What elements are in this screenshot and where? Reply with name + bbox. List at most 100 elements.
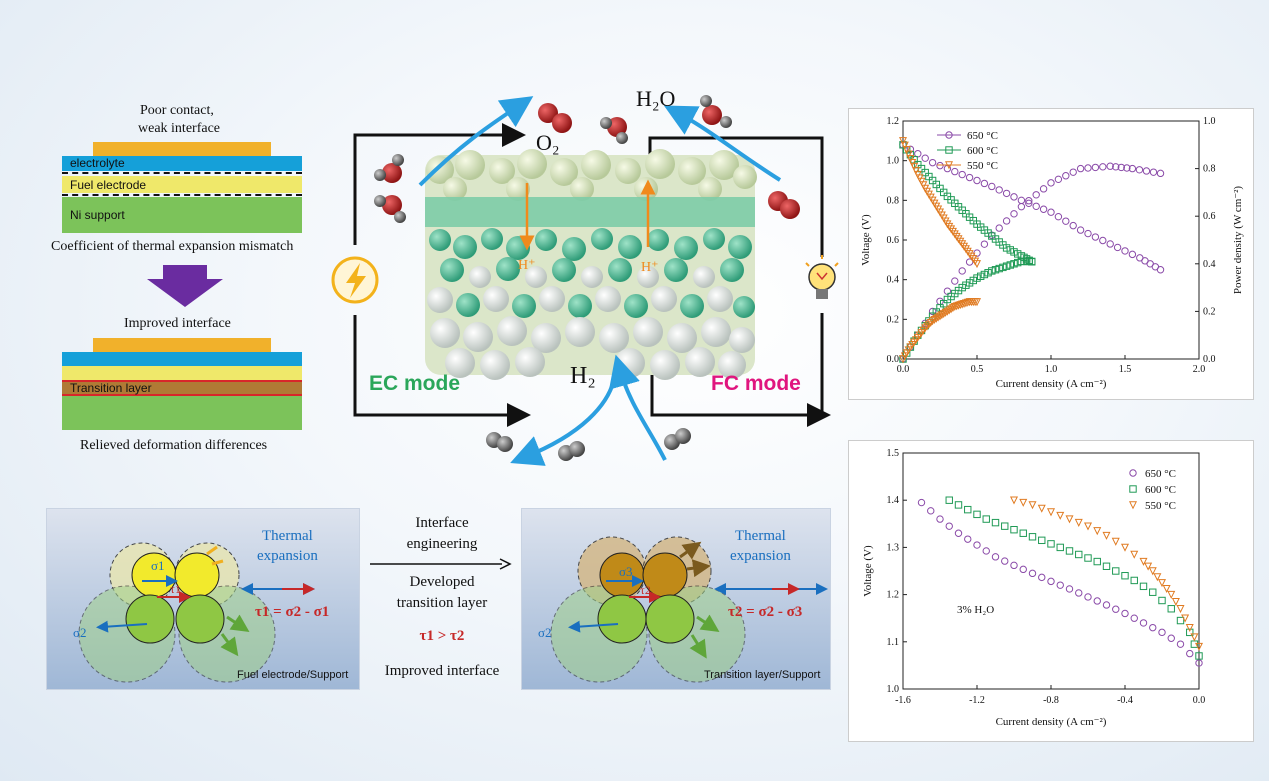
- voltage-point: [954, 235, 963, 244]
- thermal-label: Thermal: [262, 528, 313, 544]
- power-point: [1123, 164, 1131, 172]
- legend-marker: [1129, 485, 1137, 493]
- data-point: [1167, 634, 1175, 642]
- voltage-point: [995, 186, 1003, 194]
- power-point: [1025, 197, 1033, 205]
- power-point: [948, 304, 957, 313]
- data-point: [1167, 605, 1175, 613]
- legend-marker: [944, 161, 954, 170]
- data-point: [973, 510, 981, 519]
- top-caption-line2: weak interface: [138, 121, 220, 136]
- x-tick-label: -0.4: [1117, 695, 1133, 706]
- data-point: [917, 498, 926, 507]
- data-point: [1130, 550, 1139, 559]
- data-point: [1176, 640, 1185, 648]
- legend-entry: 600 °C: [967, 145, 998, 157]
- down-arrow-icon: [147, 265, 223, 307]
- power-point: [1010, 210, 1018, 218]
- data-point: [1120, 543, 1130, 552]
- improved-interface-line: Improved interface: [384, 663, 500, 679]
- power-point: [943, 307, 952, 316]
- data-point: [1112, 567, 1120, 575]
- data-point: [1121, 609, 1129, 618]
- top-electrode-layer: [93, 142, 271, 156]
- voltage-point: [1017, 196, 1026, 205]
- legend-entry: 550 °C: [1145, 500, 1176, 512]
- power-point: [958, 267, 966, 275]
- y-axis-label: Voltage (V): [860, 214, 872, 266]
- voltage-point: [906, 154, 915, 164]
- voltage-point: [961, 245, 970, 254]
- sigma2-label-right: σ2: [538, 625, 552, 640]
- data-point: [1186, 628, 1194, 637]
- data-point: [1158, 628, 1166, 637]
- y-tick-label: 1.1: [887, 637, 900, 648]
- power-point: [1135, 166, 1144, 174]
- data-point: [1056, 543, 1064, 552]
- data-point: [1047, 577, 1055, 586]
- legend-entry: 600 °C: [1145, 484, 1176, 496]
- data-point: [1158, 596, 1166, 605]
- light-bulb-icon: [805, 255, 839, 299]
- proton-label-left: H⁺: [518, 258, 536, 273]
- data-point: [1176, 616, 1185, 625]
- voltage-point: [1156, 266, 1165, 274]
- data-point: [1046, 508, 1056, 517]
- o2-label: O₂: [536, 130, 560, 155]
- y2-tick-label: 0.2: [1203, 306, 1216, 317]
- data-point: [1019, 498, 1028, 507]
- x-axis-label: Current density (A cm⁻²): [996, 378, 1107, 390]
- power-point: [1091, 163, 1100, 172]
- x-tick-label: -1.2: [969, 695, 985, 706]
- power-point: [1117, 163, 1125, 172]
- voltage-point: [911, 166, 920, 175]
- data-point: [954, 501, 963, 509]
- h2-label: H₂: [570, 363, 596, 389]
- y2-tick-label: 0.8: [1203, 164, 1216, 175]
- legend-marker: [1129, 469, 1137, 477]
- legend-entry: 650 °C: [1145, 468, 1176, 480]
- y-tick-label: 0.6: [887, 235, 900, 246]
- voltage-point: [1128, 250, 1137, 259]
- data-point: [1065, 515, 1074, 524]
- power-point: [1039, 185, 1048, 193]
- y-tick-label: 1.2: [887, 116, 900, 127]
- voltage-point: [1047, 208, 1055, 216]
- data-point: [1139, 557, 1148, 566]
- fc-mode-label: FC mode: [711, 372, 801, 395]
- tau1-equation: τ1 = σ2 - σ1: [255, 604, 330, 620]
- voltage-point: [902, 146, 911, 155]
- power-point: [951, 277, 959, 285]
- sigma1-label: σ1: [151, 558, 165, 573]
- voltage-point: [967, 252, 976, 261]
- power-point: [1069, 168, 1077, 176]
- power-point: [945, 306, 954, 315]
- voltage-point: [1121, 247, 1129, 255]
- data-point: [1121, 572, 1129, 580]
- voltage-point: [1054, 212, 1063, 221]
- y-tick-label: 1.2: [887, 590, 900, 601]
- data-point: [1056, 581, 1064, 589]
- data-point: [982, 547, 990, 555]
- voltage-point: [1032, 202, 1040, 210]
- tau2-label: τ2: [640, 583, 651, 597]
- voltage-point: [1010, 193, 1018, 201]
- voltage-point: [932, 180, 940, 189]
- y2-tick-label: 1.0: [1203, 116, 1216, 127]
- legend-entry: 550 °C: [967, 160, 998, 172]
- data-point: [1139, 582, 1148, 591]
- power-point: [1002, 217, 1011, 225]
- data-point: [927, 507, 935, 515]
- data-point: [1075, 589, 1083, 597]
- data-point: [1162, 585, 1171, 594]
- voltage-point: [936, 161, 944, 170]
- voltage-point: [972, 260, 982, 269]
- power-point: [960, 299, 969, 308]
- voltage-point: [956, 237, 965, 246]
- data-point: [1084, 593, 1092, 601]
- voltage-point: [925, 172, 933, 181]
- ni-support-label: Ni support: [70, 208, 125, 222]
- electrolyte-label: electrolyte: [70, 156, 125, 170]
